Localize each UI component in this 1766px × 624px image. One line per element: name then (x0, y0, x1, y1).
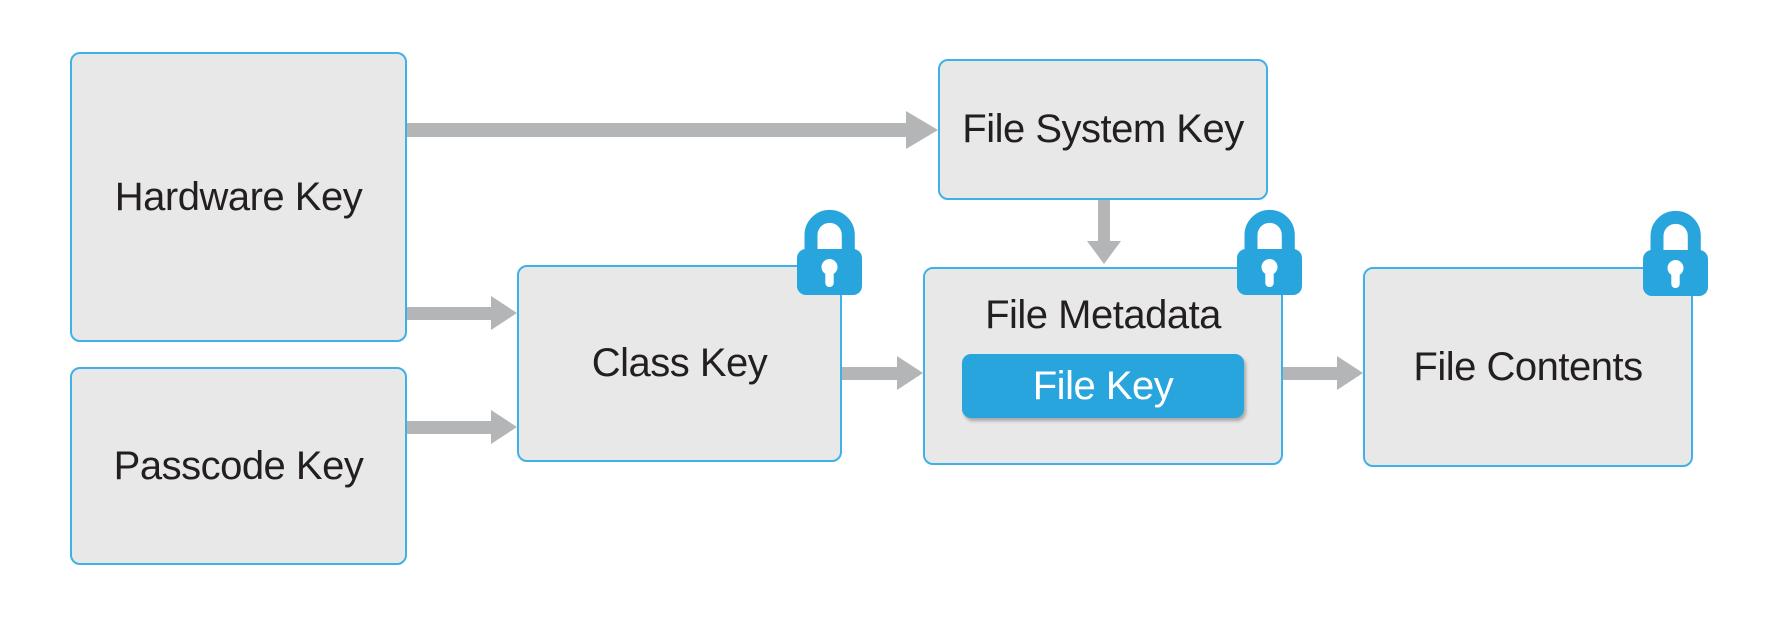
file-system-key-label: File System Key (962, 107, 1244, 151)
arrow-shaft (1098, 200, 1110, 241)
node-file-metadata: File Metadata File Key (923, 267, 1283, 465)
arrow-shaft (407, 306, 491, 320)
arrow-metadata-to-contents (1283, 355, 1363, 391)
arrow-head (1337, 356, 1363, 390)
arrow-head (491, 296, 517, 330)
file-metadata-label: File Metadata (985, 293, 1221, 337)
arrow-head (906, 111, 938, 149)
arrow-shaft (407, 123, 906, 137)
arrow-head (1087, 241, 1121, 264)
arrow-passcode-to-class (407, 409, 517, 445)
arrow-shaft (842, 366, 897, 380)
arrow-filesystem-to-metadata (1087, 200, 1121, 264)
arrow-hardware-to-class (407, 295, 517, 331)
arrow-head (491, 410, 517, 444)
node-file-contents: File Contents (1363, 267, 1693, 467)
arrow-class-to-metadata (842, 355, 923, 391)
arrow-hardware-to-filesystem (407, 111, 938, 149)
lock-icon (1237, 207, 1302, 295)
node-hardware-key: Hardware Key (70, 52, 407, 342)
file-key-label: File Key (1032, 363, 1174, 408)
file-key-badge: File Key (962, 354, 1244, 418)
node-file-system-key: File System Key (938, 59, 1268, 200)
hardware-key-label: Hardware Key (114, 174, 363, 219)
arrow-shaft (1283, 366, 1337, 380)
lock-icon (1643, 208, 1708, 296)
file-contents-label: File Contents (1413, 344, 1643, 389)
lock-icon (797, 207, 862, 295)
class-key-label: Class Key (591, 341, 768, 385)
arrow-head (897, 356, 923, 390)
passcode-key-label: Passcode Key (113, 443, 364, 488)
arrow-shaft (407, 420, 491, 434)
node-passcode-key: Passcode Key (70, 367, 407, 565)
node-class-key: Class Key (517, 265, 842, 462)
